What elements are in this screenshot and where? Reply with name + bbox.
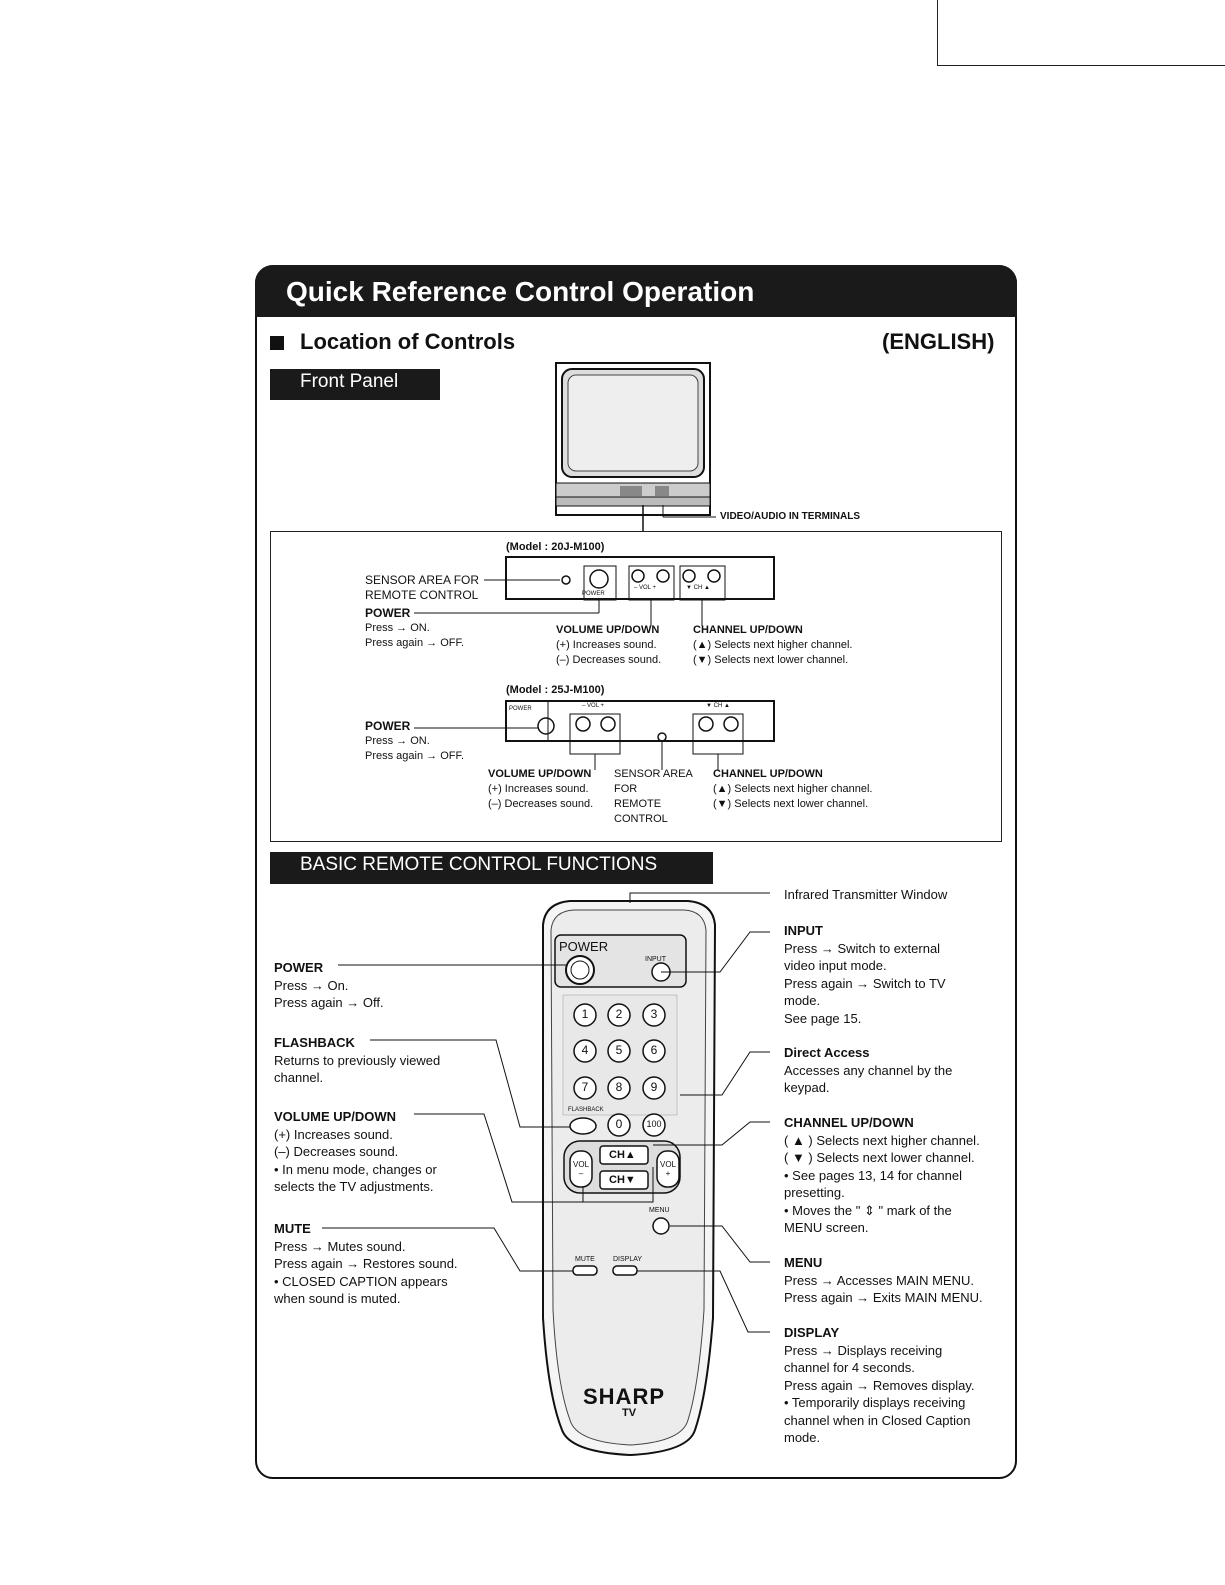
language-label: (ENGLISH) (882, 329, 995, 354)
remote-direct-info: Direct Access Accesses any channel by th… (784, 1045, 953, 1095)
m1-power-info: POWER Press → ON. Press again → OFF. (365, 606, 465, 649)
key-9: 9 (650, 1080, 658, 1094)
remote-mute-label: MUTE (575, 1256, 595, 1263)
header-bar (255, 265, 1017, 317)
m1-volume-info: VOLUME UP/DOWN (+) Increases sound. (–) … (556, 624, 662, 666)
key-0: 0 (615, 1117, 623, 1131)
key-7: 7 (581, 1080, 589, 1094)
key-100: 100 (646, 1119, 662, 1129)
model2-name: (Model : 25J-M100) (506, 684, 605, 696)
model1-panel (505, 556, 775, 600)
key-8: 8 (615, 1080, 623, 1094)
m2-power-info: POWER Press → ON. Press again → OFF. (365, 719, 465, 762)
power-knob-1 (589, 569, 609, 589)
m2-power-label: POWER (509, 706, 532, 712)
m1-sensor-label: SENSOR AREA FOR REMOTE CONTROL (365, 573, 480, 602)
m1-ch-label: ▼ CH ▲ (686, 585, 710, 591)
remote-display-info: DISPLAY Press → Displays receiving chann… (784, 1325, 975, 1445)
remote-vol-minus: VOL – (572, 1160, 589, 1178)
m2-vol-label: – VOL + (582, 703, 604, 709)
m1-channel-info: CHANNEL UP/DOWN (▲) Selects next higher … (693, 624, 853, 666)
remote-menu-info: MENU Press → Accesses MAIN MENU. Press a… (784, 1255, 983, 1305)
remote-power-info: POWER Press → On. Press again → Off. (274, 960, 384, 1010)
remote-ch-down: CH▼ (609, 1174, 636, 1186)
key-5: 5 (615, 1043, 623, 1057)
remote-power-label: POWER (559, 939, 609, 954)
keypad (573, 1003, 666, 1137)
infrared-label: Infrared Transmitter Window (784, 887, 948, 902)
tv-illustration (555, 362, 711, 516)
m2-volume-info: VOLUME UP/DOWN (+) Increases sound. (–) … (488, 768, 594, 810)
front-panel-tab: Front Panel (270, 369, 440, 400)
key-6: 6 (650, 1043, 658, 1057)
remote-leaders (322, 892, 770, 1333)
remote-flashback-info: FLASHBACK Returns to previously viewed c… (274, 1035, 441, 1085)
m1-power-label: POWER (582, 591, 605, 597)
remote-display-label: DISPLAY (613, 1256, 643, 1263)
m2-ch-label: ▼ CH ▲ (706, 703, 730, 709)
m2-sensor-info: SENSOR AREA FOR REMOTE CONTROL (614, 768, 693, 825)
remote-input-info: INPUT Press → Switch to external video i… (784, 923, 946, 1026)
front-panel-box (270, 531, 1002, 842)
power-knob-2 (537, 717, 555, 735)
section-bullet-icon (270, 336, 284, 350)
remote-mute-info: MUTE Press → Mutes sound. Press again → … (274, 1221, 458, 1306)
key-3: 3 (650, 1007, 658, 1021)
sensor-icon-1 (561, 575, 571, 585)
m2-channel-info: CHANNEL UP/DOWN (▲) Selects next higher … (713, 768, 873, 810)
remote-channel-info: CHANNEL UP/DOWN ( ▲ ) Selects next highe… (784, 1115, 980, 1235)
section-title: Location of Controls (300, 329, 516, 354)
remote-ch-up: CH▲ (609, 1149, 636, 1161)
remote-vol-plus: VOL + (659, 1160, 676, 1178)
remote-brand-sub: TV (622, 1407, 637, 1419)
remote-volume-info: VOLUME UP/DOWN (+) Increases sound. (–) … (274, 1109, 437, 1194)
page-title: Quick Reference Control Operation (286, 276, 755, 307)
m1-vol-label: – VOL + (634, 585, 656, 591)
model1-name: (Model : 20J-M100) (506, 541, 605, 553)
remote-menu-label: MENU (649, 1207, 670, 1214)
remote-brand: SHARP (583, 1384, 666, 1409)
key-1: 1 (581, 1007, 589, 1021)
remote-flashback-label: FLASHBACK (568, 1107, 604, 1113)
remote-functions-tab: BASIC REMOTE CONTROL FUNCTIONS (270, 852, 713, 884)
key-2: 2 (615, 1007, 623, 1021)
key-4: 4 (581, 1043, 589, 1057)
video-audio-label: VIDEO/AUDIO IN TERMINALS (720, 511, 861, 522)
corner-box (937, 0, 1225, 66)
remote-input-label: INPUT (645, 956, 666, 963)
